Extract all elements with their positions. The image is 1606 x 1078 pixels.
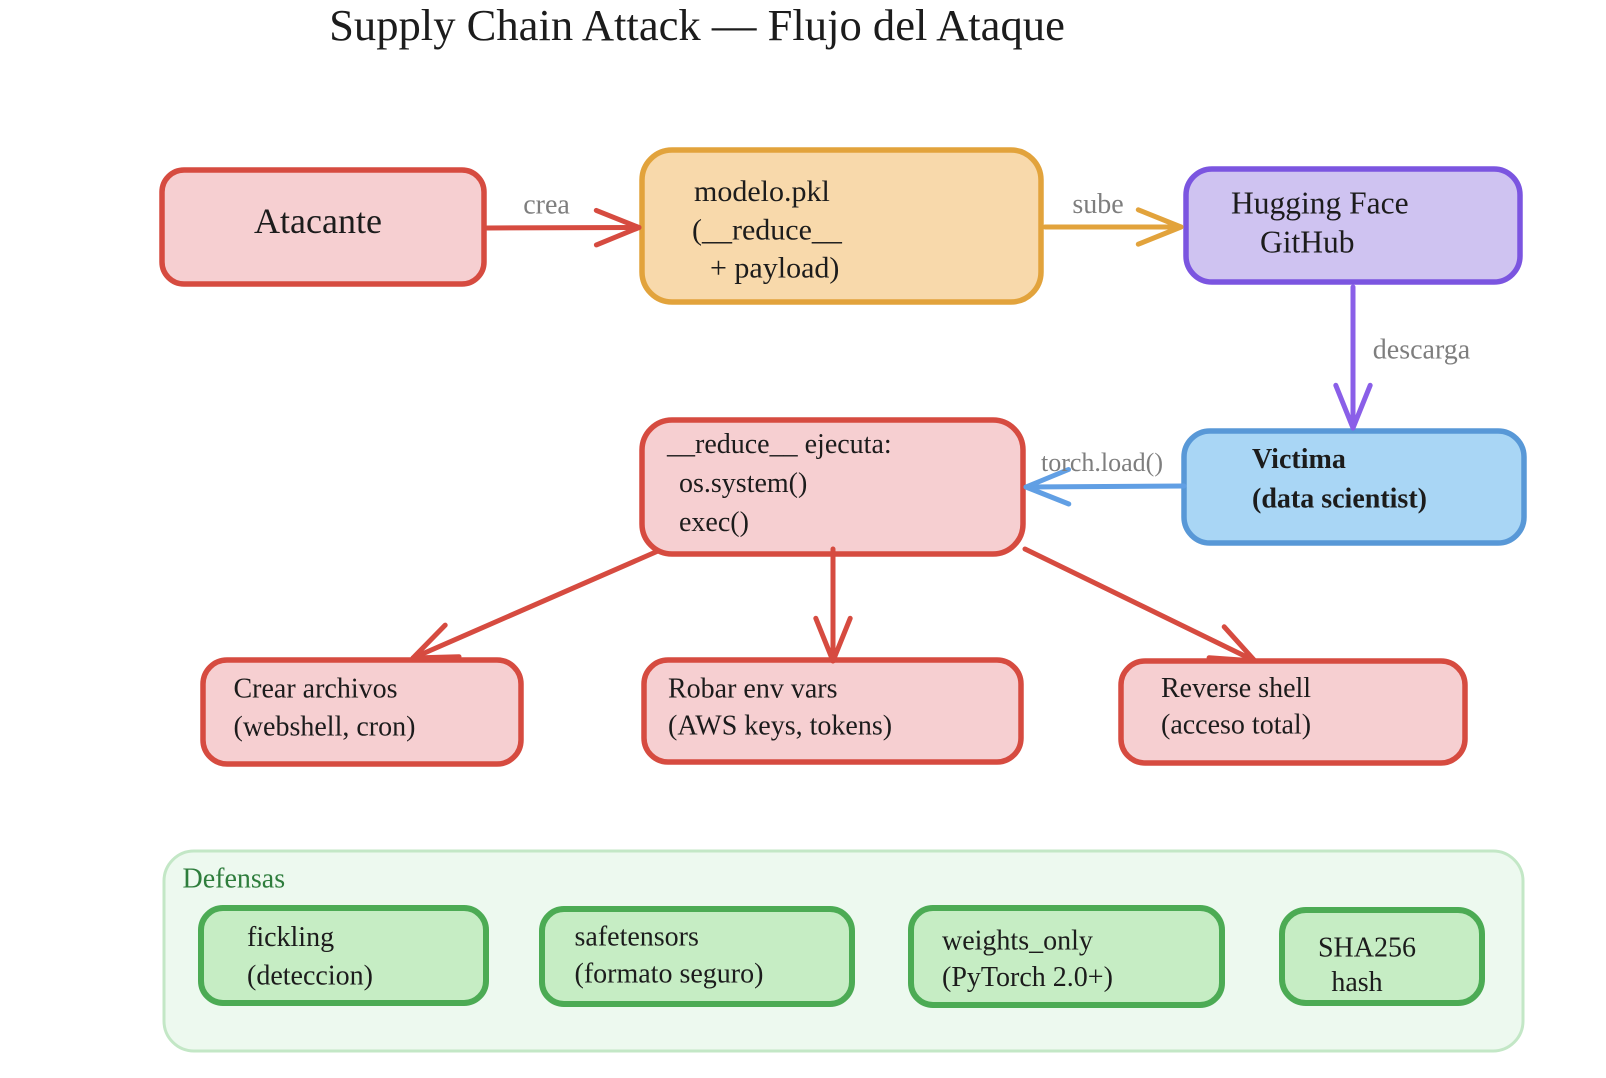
svg-text:+ payload): + payload) [710,252,839,285]
svg-text:Crear archivos: Crear archivos [234,674,398,705]
svg-text:Reverse shell: Reverse shell [1161,673,1311,704]
svg-text:sube: sube [1072,189,1123,220]
svg-text:exec(): exec() [679,507,749,538]
svg-text:Atacante: Atacante [254,201,382,241]
svg-text:__reduce__ ejecuta:: __reduce__ ejecuta: [666,429,892,460]
svg-text:safetensors: safetensors [575,922,699,953]
svg-text:Hugging Face: Hugging Face [1231,186,1409,221]
svg-text:(data scientist): (data scientist) [1252,484,1427,515]
svg-text:(PyTorch 2.0+): (PyTorch 2.0+) [942,962,1113,993]
svg-text:(__reduce__: (__reduce__ [692,214,843,247]
svg-text:os.system(): os.system() [679,468,807,499]
svg-text:Defensas: Defensas [183,864,286,895]
svg-text:(AWS keys, tokens): (AWS keys, tokens) [668,711,892,742]
svg-text:GitHub: GitHub [1260,225,1355,260]
svg-text:SHA256: SHA256 [1318,933,1416,964]
svg-text:weights_only: weights_only [942,926,1093,957]
svg-text:Supply Chain Attack — Flujo de: Supply Chain Attack — Flujo del Ataque [329,0,1065,50]
svg-text:descarga: descarga [1373,335,1471,366]
svg-text:crea: crea [523,190,570,221]
svg-text:(formato seguro): (formato seguro) [575,959,764,990]
svg-text:(webshell, cron): (webshell, cron) [234,712,416,743]
svg-text:(acceso total): (acceso total) [1161,710,1311,741]
svg-text:Robar env vars: Robar env vars [668,674,838,705]
svg-text:hash: hash [1331,967,1382,998]
svg-text:torch.load(): torch.load() [1041,448,1163,477]
svg-text:modelo.pkl: modelo.pkl [694,175,830,208]
svg-text:Victima: Victima [1252,444,1346,475]
svg-text:(deteccion): (deteccion) [247,961,373,992]
svg-text:fickling: fickling [247,922,334,953]
